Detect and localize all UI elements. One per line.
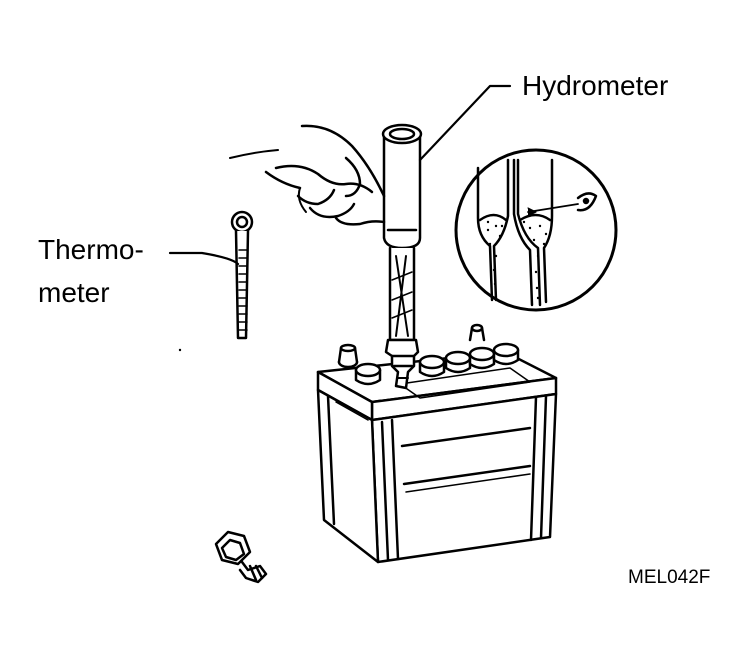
- thermometer-label-line1: Thermo-: [38, 234, 144, 265]
- hand: [229, 124, 386, 226]
- hydrometer-label: Hydrometer: [522, 70, 669, 101]
- meniscus-detail-callout: [454, 148, 618, 312]
- bolt: [214, 530, 268, 584]
- figure-code: MEL042F: [628, 567, 711, 588]
- hydrometer: [381, 123, 423, 390]
- leader-lines: [168, 84, 512, 266]
- thermometer: [230, 210, 254, 340]
- thermometer-label-line2: meter: [38, 277, 110, 308]
- battery: [316, 323, 558, 564]
- liquid-stipple: [486, 220, 548, 300]
